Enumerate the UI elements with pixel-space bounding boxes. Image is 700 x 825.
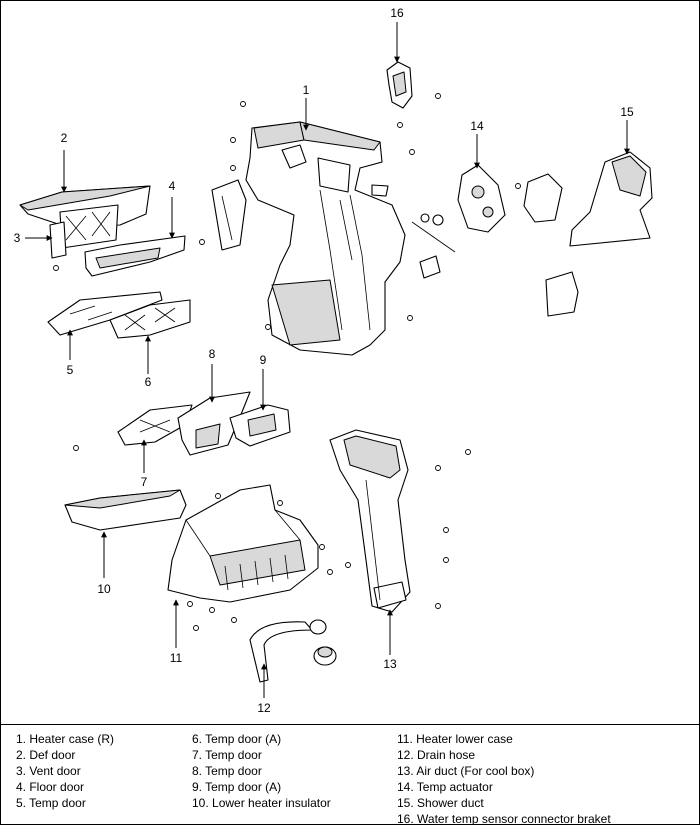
legend-item: 11. Heater lower case: [397, 732, 513, 746]
diagram-frame: [0, 0, 700, 725]
callout-9: 9: [260, 353, 267, 367]
legend-item: 4. Floor door: [16, 780, 84, 794]
callout-16: 16: [390, 6, 404, 20]
callout-4: 4: [169, 179, 176, 193]
callout-13: 13: [383, 657, 397, 671]
heater-lower-case-part: [167, 484, 319, 603]
temp-actuator-part: [411, 164, 506, 279]
sensor-connector-bracket-part: [386, 61, 413, 109]
shower-duct-part: [523, 151, 653, 317]
floor-door-part: [84, 235, 186, 277]
air-duct-part: [329, 429, 411, 613]
callout-6: 6: [145, 375, 152, 389]
legend-item: 8. Temp door: [192, 764, 262, 778]
temp-door-6-part: [109, 299, 191, 339]
legend-item: 13. Air duct (For cool box): [397, 764, 534, 778]
legend-item: 6. Temp door (A): [192, 732, 281, 746]
callout-5: 5: [67, 363, 74, 377]
callout-7: 7: [141, 475, 148, 489]
drain-hose-part: [249, 619, 337, 683]
legend-item: 7. Temp door: [192, 748, 262, 762]
temp-door-9-part: [229, 404, 291, 447]
legend-item: 16. Water temp sensor connector braket: [397, 812, 611, 825]
leader-lines: [25, 22, 630, 698]
callout-3: 3: [14, 231, 21, 245]
legend-item: 9. Temp door (A): [192, 780, 281, 794]
callout-10: 10: [97, 582, 111, 596]
callout-14: 14: [470, 119, 484, 133]
callout-labels: 1 2 3 4 5 6 7 8 9 10 11 12 13 14 15 16: [14, 6, 634, 715]
def-door-part: [19, 185, 151, 249]
legend-item: 12. Drain hose: [397, 748, 475, 762]
callout-2: 2: [61, 131, 68, 145]
callout-8: 8: [209, 347, 216, 361]
legend-item: 10. Lower heater insulator: [192, 796, 331, 810]
legend-item: 2. Def door: [16, 748, 75, 762]
legend-item: 3. Vent door: [16, 764, 81, 778]
callout-15: 15: [620, 105, 634, 119]
callout-12: 12: [257, 701, 271, 715]
heater-case-r-part: [211, 121, 406, 356]
callout-11: 11: [170, 651, 183, 665]
vent-door-part: [49, 221, 67, 259]
legend-item: 14. Temp actuator: [397, 780, 493, 794]
legend-item: 15. Shower duct: [397, 796, 484, 810]
lower-heater-insulator-part: [64, 489, 187, 531]
legend-item: 1. Heater case (R): [16, 732, 114, 746]
screws: [53, 93, 521, 631]
temp-door-5-part: [47, 291, 163, 336]
parts-legend: 1. Heater case (R) 2. Def door 3. Vent d…: [16, 732, 611, 825]
legend-item: 5. Temp door: [16, 796, 86, 810]
callout-1: 1: [303, 83, 310, 97]
